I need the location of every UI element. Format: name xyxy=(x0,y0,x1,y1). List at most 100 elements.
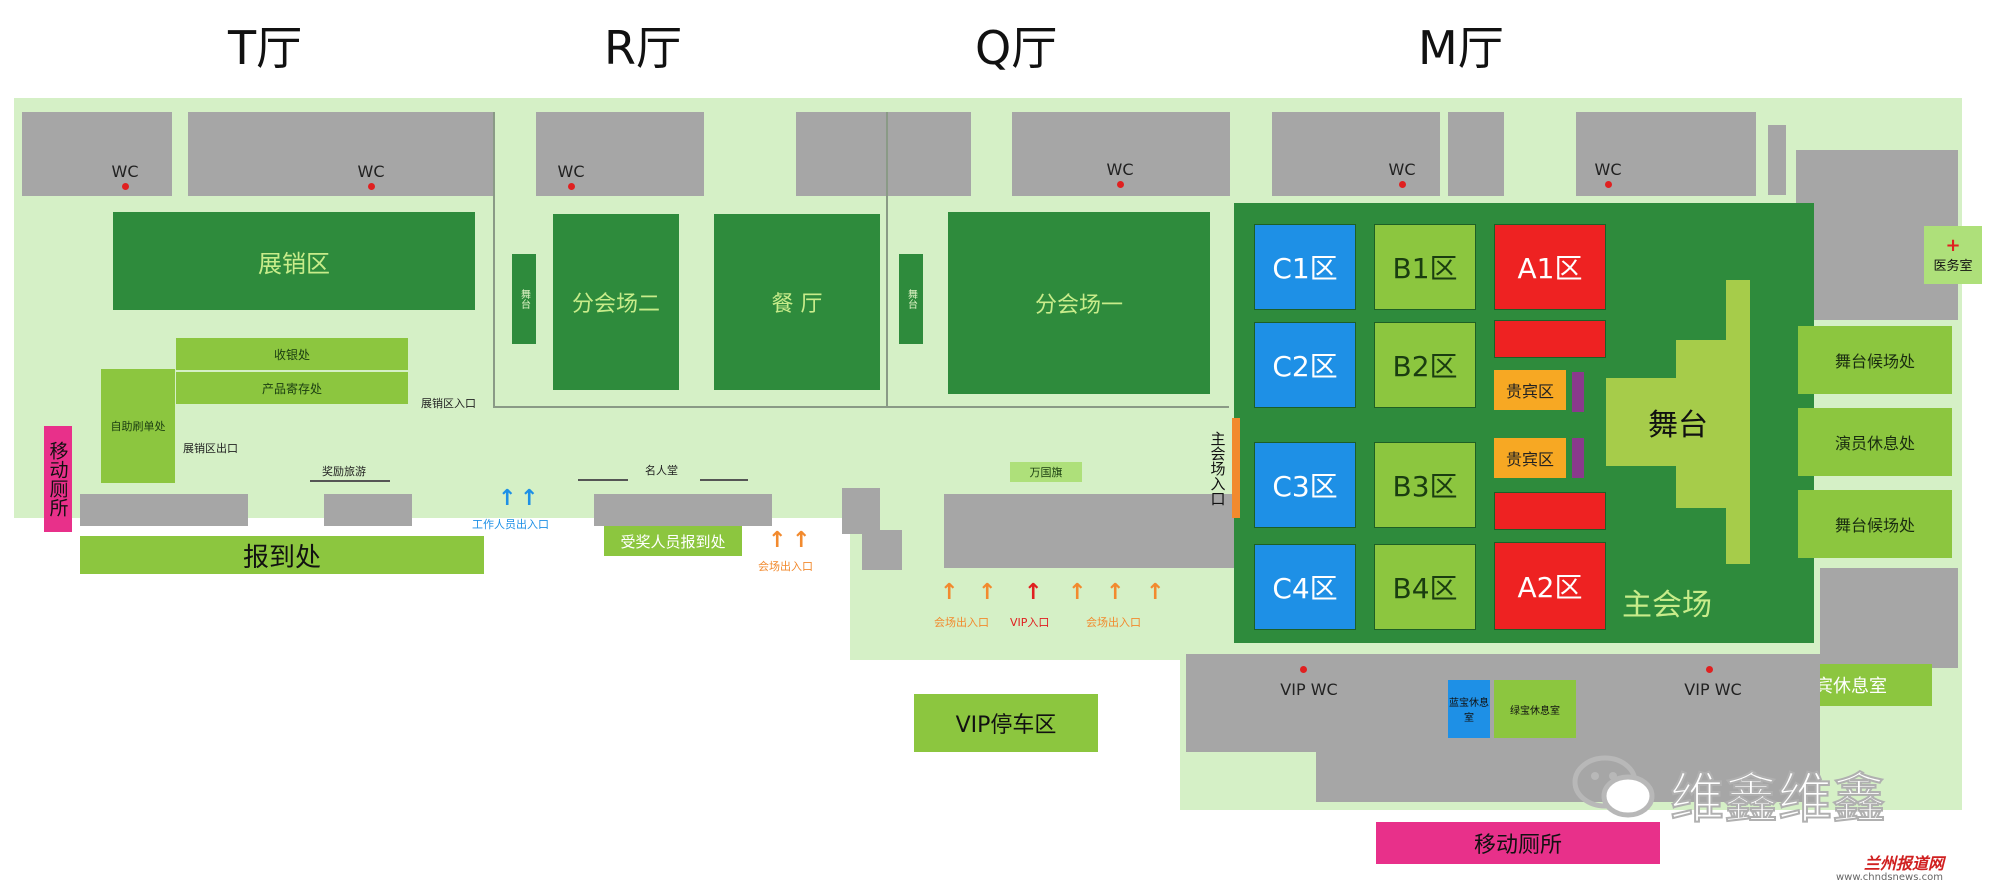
reward-travel-underline xyxy=(310,480,390,482)
green-lounge: 绿宝休息室 xyxy=(1494,680,1576,738)
award-registration-desk: 受奖人员报到处 xyxy=(604,526,742,556)
wc-dot xyxy=(568,183,575,190)
sub-venue-2: 分会场二 xyxy=(553,214,679,390)
mobile-toilet-left: 移动厕所 xyxy=(44,426,72,532)
wc-label: WC xyxy=(357,162,385,181)
zone-b1: B1区 xyxy=(1374,224,1476,310)
zone-a-strip xyxy=(1494,492,1606,530)
zone-b3: B3区 xyxy=(1374,442,1476,528)
zone-a2: A2区 xyxy=(1494,542,1606,630)
zone-c3: C3区 xyxy=(1254,442,1356,528)
hall-title-q: Q厅 xyxy=(975,21,1058,75)
divider-line xyxy=(493,112,495,408)
venue-arrow-icon: ↑ xyxy=(768,528,787,553)
flags-area: 万国旗 xyxy=(1010,462,1082,482)
divider-line xyxy=(493,406,1229,408)
wc-dot xyxy=(1605,181,1612,188)
service-block xyxy=(594,494,772,526)
vip-area-1: 贵宾区 xyxy=(1494,370,1566,410)
hall-of-fame-line xyxy=(700,479,748,481)
source-url: www.chndsnews.com xyxy=(1836,872,1943,883)
watermark-text: 维鑫维鑫 xyxy=(1669,766,1887,831)
stage-wait-room-1: 舞台候场处 xyxy=(1798,326,1952,394)
hall-title-r: R厅 xyxy=(604,21,682,75)
wechat-icon xyxy=(1570,752,1660,822)
venue-arrow-icon: ↑ xyxy=(1146,580,1165,605)
reward-travel-label: 奖励旅游 xyxy=(322,465,366,478)
cashier: 收银处 xyxy=(176,338,408,370)
wc-dot xyxy=(1300,666,1307,673)
storage: 产品寄存处 xyxy=(176,372,408,404)
wc-dot xyxy=(1706,666,1713,673)
stage-wait-room-2: 舞台候场处 xyxy=(1798,490,1952,558)
staff-arrow-icon: ↑ xyxy=(520,486,539,511)
service-block xyxy=(796,112,971,196)
main-stage: 舞台 xyxy=(1606,378,1750,466)
service-block xyxy=(80,494,248,526)
zone-a-strip xyxy=(1494,320,1606,358)
vip-wc-label: VIP WC xyxy=(1684,680,1742,699)
wc-dot xyxy=(1399,181,1406,188)
service-block xyxy=(1448,112,1504,196)
venue-exit-label: 会场出入口 xyxy=(1086,616,1141,629)
staff-arrow-icon: ↑ xyxy=(498,486,517,511)
sales-entry-label: 展销区入口 xyxy=(421,397,476,410)
zone-c1: C1区 xyxy=(1254,224,1356,310)
mobile-toilet-bottom: 移动厕所 xyxy=(1376,822,1660,864)
zone-c2: C2区 xyxy=(1254,322,1356,408)
venue-arrow-icon: ↑ xyxy=(940,580,959,605)
service-block xyxy=(1576,112,1756,196)
hall-title-t: T厅 xyxy=(228,21,303,75)
wc-label: WC xyxy=(1388,160,1416,179)
service-block xyxy=(188,112,493,196)
service-block xyxy=(1768,125,1786,195)
service-block xyxy=(842,488,880,534)
wc-label: WC xyxy=(1594,160,1622,179)
source-logo: 兰州报道网 xyxy=(1864,854,1945,873)
small-stage-r: 舞台 xyxy=(512,254,536,344)
service-block xyxy=(1272,112,1440,196)
venue-arrow-icon: ↑ xyxy=(1106,580,1125,605)
vip-purple-bar xyxy=(1572,438,1584,478)
hall-title-m: M厅 xyxy=(1418,21,1504,75)
vip-arrow-icon: ↑ xyxy=(1024,580,1043,605)
vip-parking: VIP停车区 xyxy=(914,694,1098,752)
vip-purple-bar xyxy=(1572,372,1584,412)
vip-area-2: 贵宾区 xyxy=(1494,438,1566,478)
service-block xyxy=(1820,568,1958,668)
service-block xyxy=(944,494,1234,568)
service-block xyxy=(1186,654,1316,752)
hall-of-fame-label: 名人堂 xyxy=(645,464,678,477)
divider-line xyxy=(886,112,888,408)
wc-dot xyxy=(368,183,375,190)
main-venue-label: 主会场 xyxy=(1622,588,1712,623)
zone-b4: B4区 xyxy=(1374,544,1476,630)
venue-arrow-icon: ↑ xyxy=(1068,580,1087,605)
self-checkout: 自助刷单处 xyxy=(101,369,175,483)
zone-b2: B2区 xyxy=(1374,322,1476,408)
restaurant: 餐 厅 xyxy=(714,214,880,390)
venue-arrow-icon: ↑ xyxy=(978,580,997,605)
service-block xyxy=(22,112,172,196)
wc-label: WC xyxy=(557,162,585,181)
vip-wc-label: VIP WC xyxy=(1280,680,1338,699)
vip-entry-label: VIP入口 xyxy=(1010,616,1050,629)
medical-room-label: 医务室 xyxy=(1933,258,1973,274)
small-stage-q: 舞台 xyxy=(899,254,923,344)
venue-exit-label: 会场出入口 xyxy=(758,560,813,573)
registration-desk: 报到处 xyxy=(80,536,484,574)
zone-a1: A1区 xyxy=(1494,224,1606,310)
main-entry-bar xyxy=(1232,418,1240,518)
service-block xyxy=(862,530,902,570)
sales-area: 展销区 xyxy=(113,212,475,310)
service-block xyxy=(536,112,704,196)
wc-dot xyxy=(1117,181,1124,188)
staff-exit-label: 工作人员出入口 xyxy=(472,518,549,531)
sales-exit-label: 展销区出口 xyxy=(183,442,238,455)
main-entry: 主会场入口 xyxy=(1208,430,1227,506)
venue-exit-label: 会场出入口 xyxy=(934,616,989,629)
actor-rest-room: 演员休息处 xyxy=(1798,408,1952,476)
sub-venue-1: 分会场一 xyxy=(948,212,1210,394)
blue-lounge: 蓝宝休息室 xyxy=(1448,680,1490,738)
wc-dot xyxy=(122,183,129,190)
